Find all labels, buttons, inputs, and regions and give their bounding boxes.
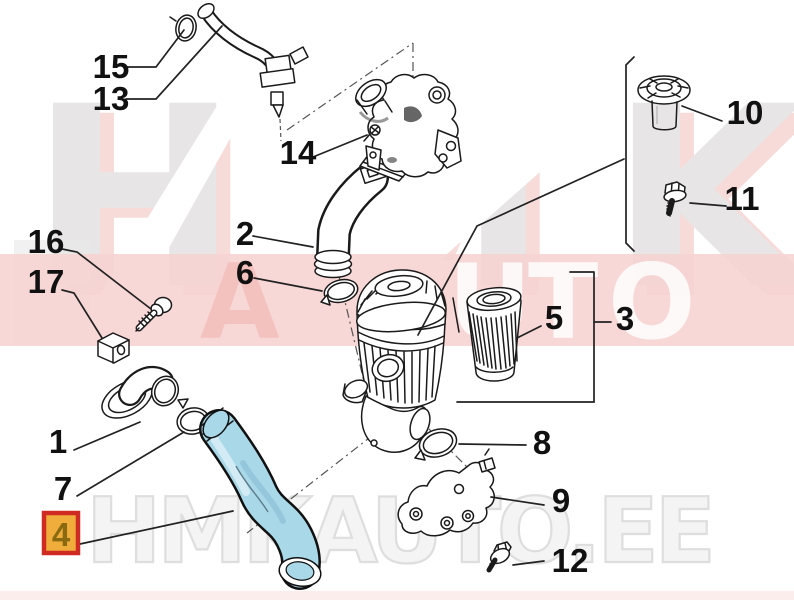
callout-2[interactable]: 2 — [236, 215, 254, 252]
callout-10[interactable]: 10 — [727, 94, 764, 131]
bracket-leader — [417, 158, 625, 336]
part-1-intake-elbow — [101, 365, 180, 419]
part-14-screw — [363, 124, 381, 142]
watermark-band-a: A — [200, 243, 280, 363]
part-4-outlet-hose-highlighted[interactable] — [198, 405, 323, 590]
watermark-band-o: O — [608, 243, 696, 363]
part-10-rubber-mount — [637, 75, 691, 131]
selected-callout-box[interactable] — [41, 510, 81, 556]
watermark-bottom-strip — [0, 591, 794, 600]
leader-lines — [61, 25, 727, 566]
callout-17[interactable]: 17 — [28, 263, 65, 300]
callout-14[interactable]: 14 — [280, 134, 317, 171]
callout-13[interactable]: 13 — [93, 80, 130, 117]
callout-7[interactable]: 7 — [54, 470, 72, 507]
callouts: 1 2 3 4 5 6 7 8 9 10 11 12 13 14 15 16 1… — [28, 48, 764, 579]
part-17-square-nut — [97, 332, 130, 364]
air-cleaner-housing — [342, 269, 447, 453]
casting-shadow — [404, 106, 422, 123]
callout-4-selected[interactable]: 4 — [52, 516, 71, 553]
callout-16[interactable]: 16 — [28, 223, 65, 260]
part-6-hose-clamp — [320, 278, 359, 306]
part-5-air-filter-element — [452, 286, 522, 382]
part-2-upper-intake-duct — [313, 73, 462, 279]
watermark-band-t: T — [528, 243, 598, 363]
watermark-hmkauto-ee: HMKAUTO.EE — [86, 479, 716, 584]
callout-3[interactable]: 3 — [616, 300, 634, 337]
white-streak — [535, 85, 625, 300]
callout-5[interactable]: 5 — [545, 299, 563, 336]
part-16-screw — [135, 296, 173, 332]
callout-11[interactable]: 11 — [725, 180, 760, 217]
part-15-hose-clamp — [169, 14, 197, 42]
bracket-part-3 — [456, 271, 595, 403]
part-12-bolt — [486, 541, 512, 573]
callout-12[interactable]: 12 — [552, 542, 589, 579]
part-8-hose-clamp — [414, 428, 458, 461]
callout-6[interactable]: 6 — [236, 254, 254, 291]
callout-9[interactable]: 9 — [552, 482, 570, 519]
callout-1[interactable]: 1 — [49, 423, 67, 460]
bracket-parts-10-11 — [625, 56, 635, 252]
part-9-support-bracket — [397, 448, 496, 537]
callout-8[interactable]: 8 — [533, 424, 551, 461]
part-13-breather-hose — [197, 2, 309, 118]
part-11-bolt — [663, 181, 687, 217]
callout-15[interactable]: 15 — [93, 48, 130, 85]
